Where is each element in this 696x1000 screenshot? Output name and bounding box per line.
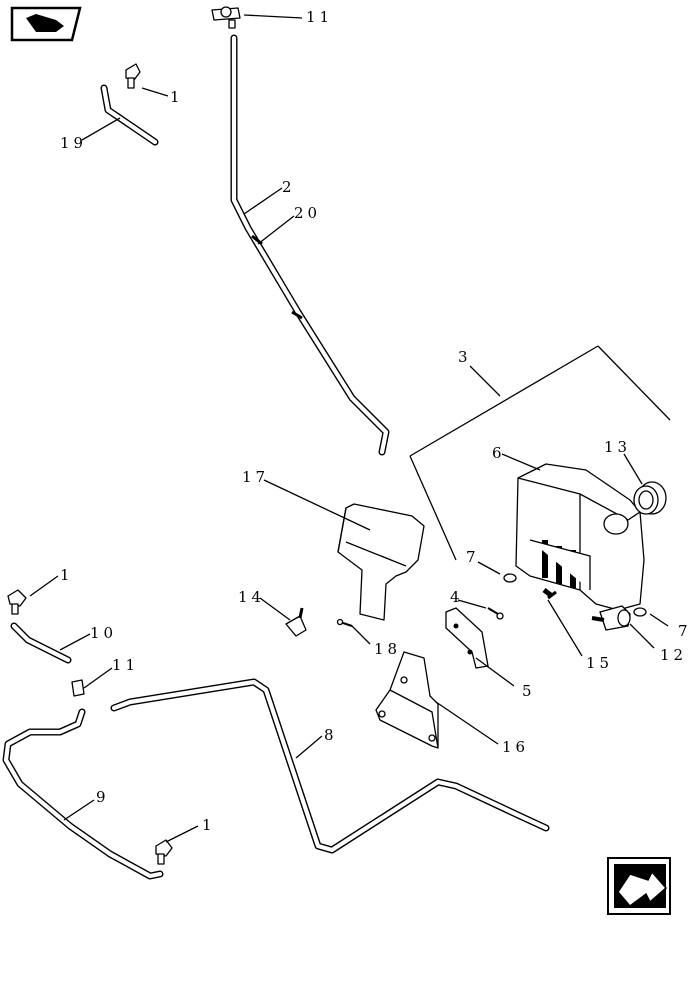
hose-19	[100, 84, 159, 146]
screw-18	[336, 618, 353, 627]
connector-11-top	[211, 6, 241, 29]
callout-16: 16	[502, 738, 529, 756]
callout-18: 18	[374, 640, 401, 658]
leader-lines	[29, 14, 671, 843]
callout-11-lower: 11	[112, 656, 139, 674]
callout-11-top: 11	[306, 8, 333, 26]
callout-6: 6	[492, 444, 506, 462]
nozzle-1-top	[125, 63, 141, 89]
bolt-4	[487, 607, 504, 620]
callout-7-left: 7	[466, 548, 480, 566]
callout-12: 12	[660, 646, 687, 664]
pump-12	[591, 605, 631, 631]
callout-1-top: 1	[170, 88, 184, 106]
hose-10	[10, 622, 72, 664]
callout-8: 8	[324, 726, 338, 744]
callout-9: 9	[96, 788, 110, 806]
callout-13: 13	[604, 438, 631, 456]
tube-8	[110, 678, 550, 854]
callout-4: 4	[450, 588, 464, 606]
hose-9	[2, 708, 164, 880]
next-page-icon[interactable]	[607, 857, 671, 915]
callout-15: 15	[586, 654, 613, 672]
callout-1-bottom: 1	[202, 816, 216, 834]
nozzle-1-left	[7, 589, 27, 615]
grommet-7-left	[503, 573, 517, 583]
callout-17: 17	[242, 468, 269, 486]
callout-1-left: 1	[60, 566, 74, 584]
clip-14	[285, 607, 307, 637]
nozzle-1-bottom	[155, 839, 173, 865]
callout-19: 19	[60, 134, 87, 152]
callout-3: 3	[458, 348, 472, 366]
callout-20: 20	[294, 204, 321, 222]
tube-2	[230, 34, 390, 456]
bracket-5	[445, 607, 489, 669]
callout-labels: 11 1 19 2 20 3 13 6 17 7 4 14 7 18 15 12…	[60, 8, 692, 834]
callout-10: 10	[90, 624, 117, 642]
elbow-15	[542, 588, 557, 600]
cap-13	[633, 481, 667, 515]
shield-17	[337, 503, 425, 621]
callout-7-right: 7	[678, 622, 692, 640]
bracket-16	[375, 651, 439, 749]
previous-page-icon[interactable]	[10, 6, 82, 42]
callout-2: 2	[282, 178, 296, 196]
callout-5: 5	[522, 682, 536, 700]
grommet-7-right	[633, 607, 647, 617]
callout-14: 14	[238, 588, 265, 606]
washer-reservoir-6	[515, 463, 645, 611]
connector-11-lower	[71, 679, 85, 697]
